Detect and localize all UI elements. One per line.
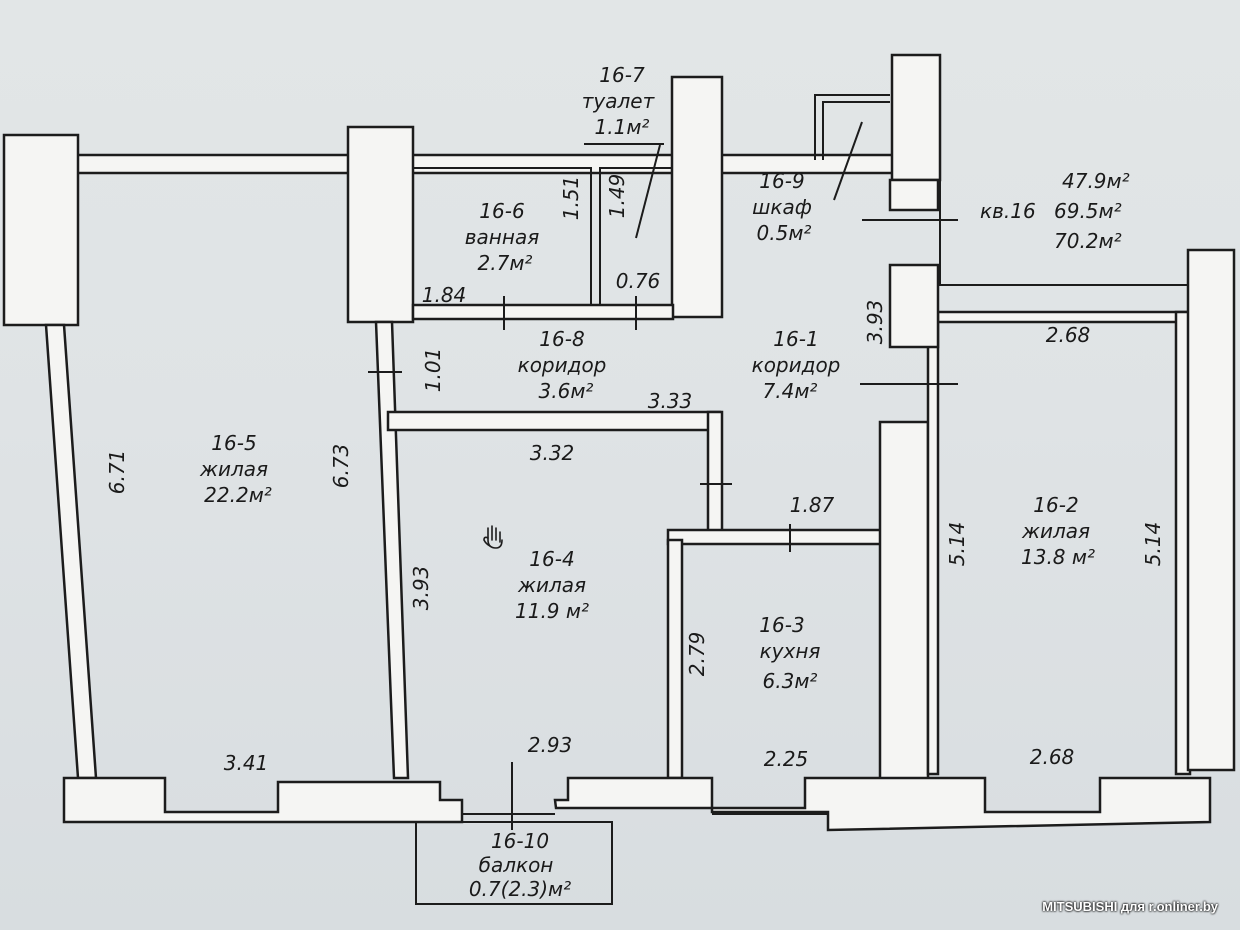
svg-text:кухня: кухня [760,639,821,663]
svg-text:7.4м²: 7.4м² [763,379,818,403]
balcony [415,821,613,905]
svg-text:5.14: 5.14 [1141,522,1165,567]
svg-text:16-4: 16-4 [529,547,574,571]
svg-text:6.73: 6.73 [329,444,353,489]
svg-text:0.76: 0.76 [616,269,661,293]
room-16-5-label: 16-5 жилая 22.2м² [199,431,272,507]
room-16-2-label: 16-2 жилая 13.8 м² [1021,493,1095,569]
svg-text:16-9: 16-9 [759,169,804,193]
room-16-1-label: 16-1 коридор 7.4м² [752,327,841,403]
svg-text:16-8: 16-8 [539,327,584,351]
svg-text:16-10: 16-10 [491,829,549,853]
dimension-labels: 6.71 6.73 3.41 1.51 1.84 1.49 0.76 1.01 … [105,174,1165,775]
svg-text:6.3м²: 6.3м² [763,669,818,693]
svg-text:69.5м²: 69.5м² [1054,199,1122,223]
svg-text:1.87: 1.87 [790,493,835,517]
room-16-7-label: 16-7 туалет 1.1м² [582,63,656,139]
svg-text:3.33: 3.33 [648,389,693,413]
svg-text:16-6: 16-6 [479,199,524,223]
svg-text:2.93: 2.93 [528,733,573,757]
svg-text:кв.16: кв.16 [980,199,1036,223]
svg-text:жилая: жилая [517,573,586,597]
svg-text:22.2м²: 22.2м² [204,483,272,507]
svg-text:шкаф: шкаф [752,195,812,219]
svg-text:2.68: 2.68 [1046,323,1091,347]
svg-text:1.49: 1.49 [605,174,629,219]
svg-text:3.32: 3.32 [530,441,575,465]
hand-cursor-icon [483,525,503,549]
svg-text:2.25: 2.25 [764,747,809,771]
room-16-6-label: 16-6 ванная 2.7м² [465,199,539,275]
svg-text:47.9м²: 47.9м² [1062,169,1130,193]
svg-text:16-3: 16-3 [759,613,804,637]
svg-text:туалет: туалет [582,89,656,113]
svg-text:2.68: 2.68 [1030,745,1075,769]
svg-text:13.8 м²: 13.8 м² [1021,545,1095,569]
watermark: MITSUBISHI для r.onliner.by [1042,899,1218,914]
svg-text:ванная: ванная [465,225,539,249]
svg-text:16-2: 16-2 [1033,493,1078,517]
svg-text:16-7: 16-7 [599,63,645,87]
room-16-8-label: 16-8 коридор 3.6м² [518,327,607,403]
svg-text:1.1м²: 1.1м² [595,115,650,139]
svg-text:3.93: 3.93 [409,566,433,611]
svg-text:балкон: балкон [479,853,554,877]
svg-text:70.2м²: 70.2м² [1054,229,1122,253]
apartment-summary: 47.9м² кв.16 69.5м² 70.2м² [980,169,1130,253]
svg-text:3.41: 3.41 [224,751,269,775]
room-16-4-label: 16-4 жилая 11.9 м² [515,547,589,623]
svg-text:16-1: 16-1 [773,327,818,351]
svg-text:коридор: коридор [518,353,607,377]
room-16-10-label: 16-10 балкон 0.7(2.3)м² [469,829,571,901]
svg-text:0.7(2.3)м²: 0.7(2.3)м² [469,877,571,901]
svg-text:2.79: 2.79 [685,632,709,677]
svg-text:жилая: жилая [199,457,268,481]
svg-text:16-5: 16-5 [211,431,256,455]
room-16-3-label: 16-3 кухня 6.3м² [759,613,820,693]
svg-text:коридор: коридор [752,353,841,377]
room-16-9-label: 16-9 шкаф 0.5м² [752,169,812,245]
exterior-walls [2,53,1236,832]
svg-text:2.7м²: 2.7м² [478,251,533,275]
svg-text:1.01: 1.01 [421,348,445,393]
svg-text:1.84: 1.84 [422,283,467,307]
svg-text:жилая: жилая [1021,519,1090,543]
svg-text:11.9 м²: 11.9 м² [515,599,589,623]
svg-text:1.51: 1.51 [559,176,583,221]
svg-text:3.6м²: 3.6м² [539,379,594,403]
svg-text:0.5м²: 0.5м² [757,221,812,245]
svg-text:6.71: 6.71 [105,450,129,495]
svg-text:5.14: 5.14 [945,522,969,567]
door-markers [368,121,958,552]
svg-text:3.93: 3.93 [863,300,887,345]
